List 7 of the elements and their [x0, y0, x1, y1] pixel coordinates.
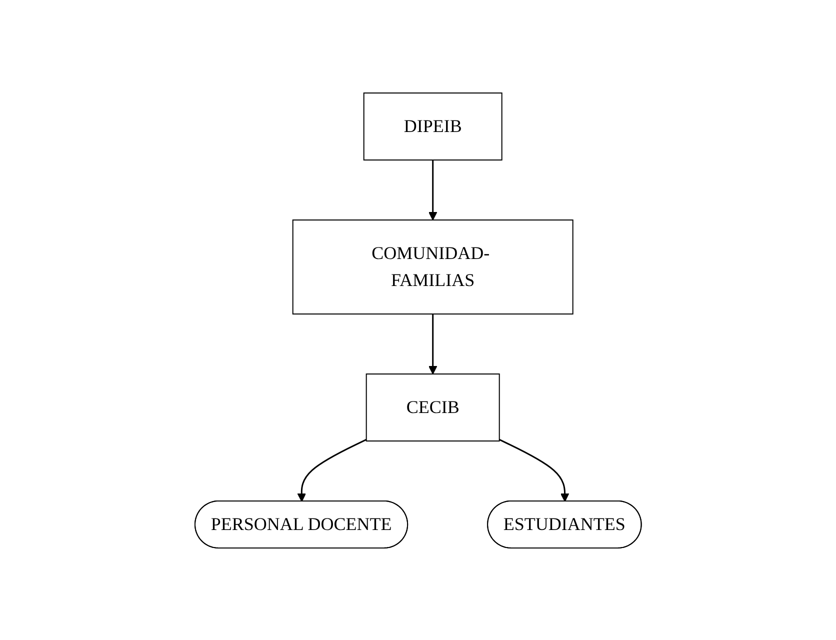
node-box: CECIB [366, 373, 500, 441]
arrow [428, 314, 438, 374]
arrow [428, 160, 438, 220]
node-box: COMUNIDAD- FAMILIAS [292, 219, 574, 314]
node-box: DIPEIB [363, 92, 502, 160]
arrow [498, 438, 570, 502]
arrow [297, 438, 367, 502]
